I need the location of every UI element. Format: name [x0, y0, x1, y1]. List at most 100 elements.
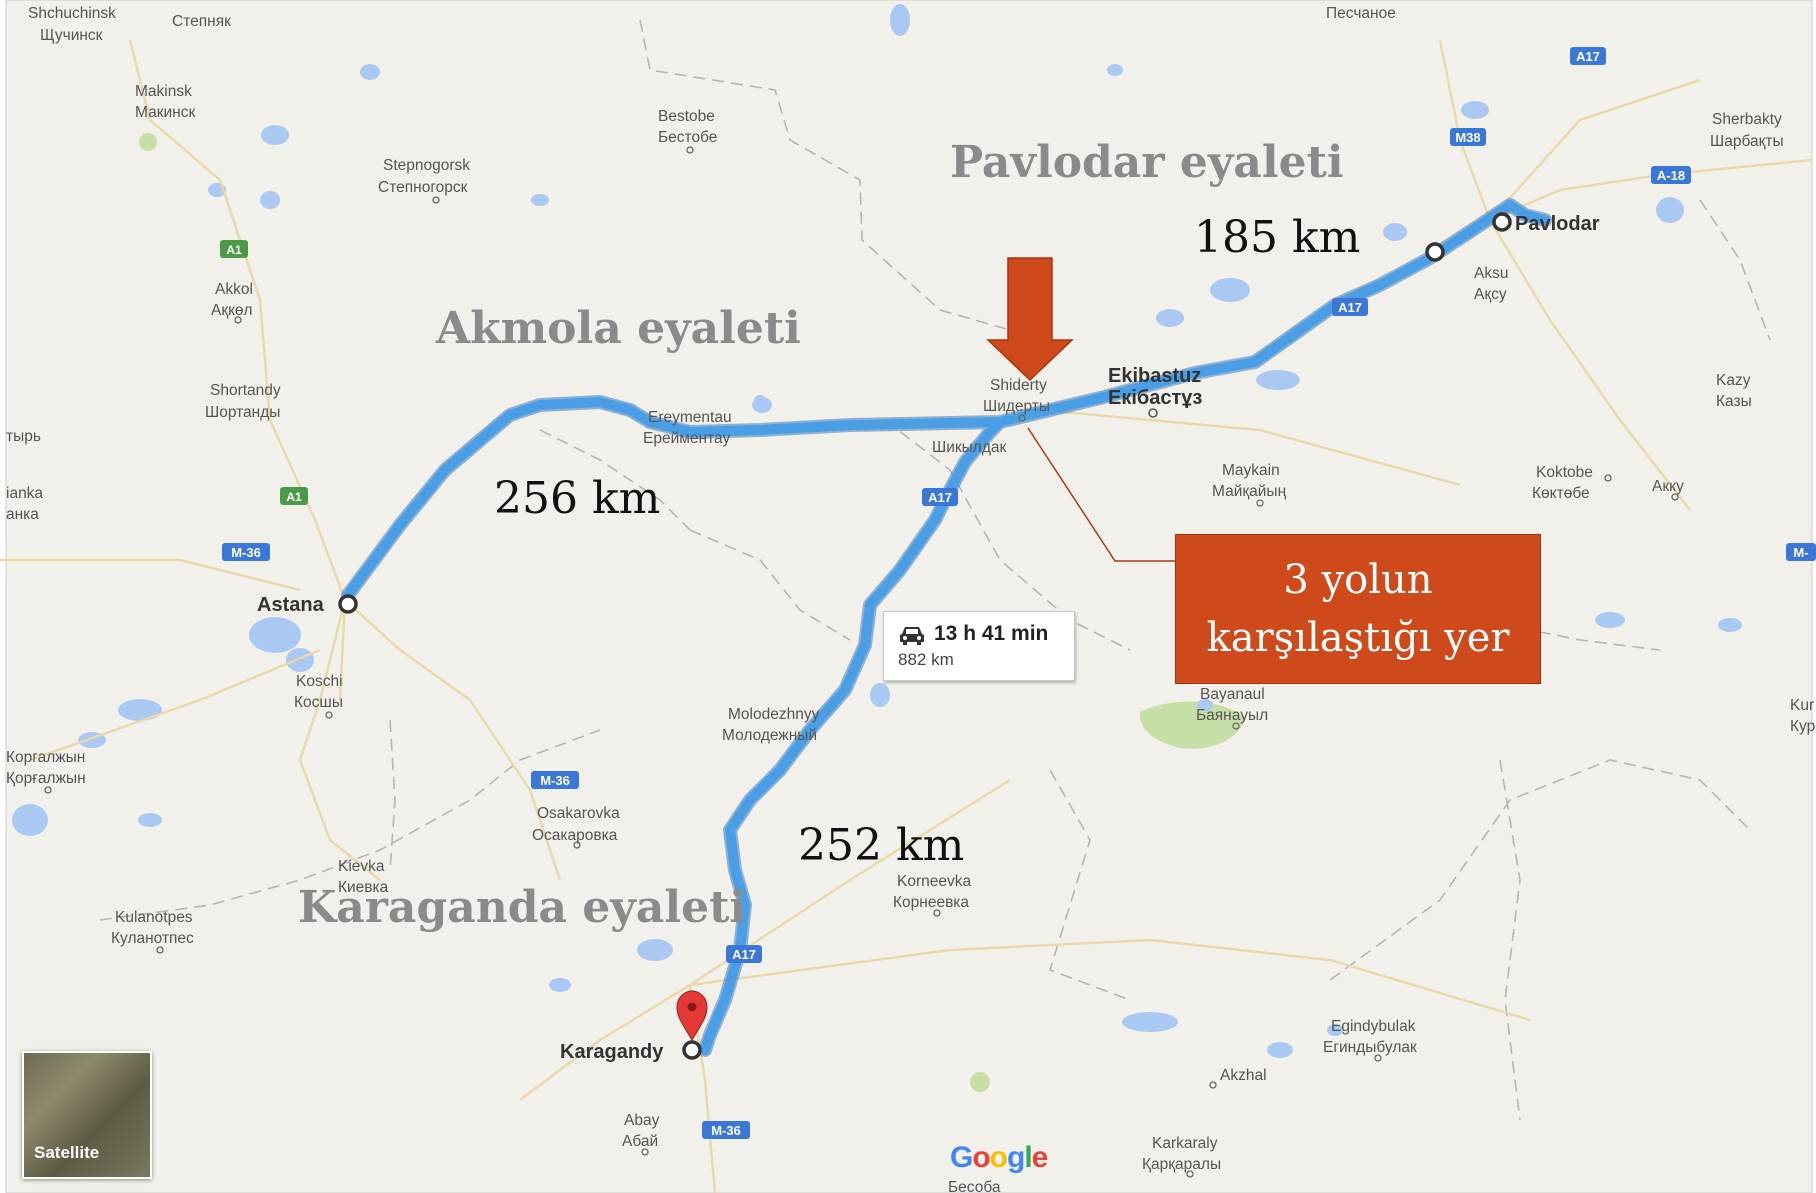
- svg-text:A17: A17: [1576, 49, 1600, 64]
- park-area: [970, 1072, 990, 1092]
- city-astana[interactable]: Astana: [257, 594, 358, 616]
- svg-text:A1: A1: [226, 243, 242, 257]
- car-icon: [900, 627, 924, 645]
- highway-shields: A17 M38 A-18 A17 A17 A17 A1 A1 M-36 M-36…: [220, 47, 1816, 1139]
- shield-a17: A17: [1332, 298, 1368, 316]
- shield-m-edge: M-: [1786, 543, 1816, 561]
- svg-text:Shortandy: Shortandy: [210, 382, 281, 399]
- svg-text:Makinsk: Makinsk: [135, 83, 192, 100]
- svg-text:Karkaraly: Karkaraly: [1152, 1135, 1218, 1152]
- svg-text:Көктөбе: Көктөбе: [1532, 485, 1590, 502]
- svg-text:Astana: Astana: [257, 594, 325, 616]
- svg-text:Shchuchinsk: Shchuchinsk: [28, 5, 116, 22]
- svg-text:A17: A17: [1338, 300, 1362, 315]
- svg-text:Koschi: Koschi: [296, 673, 343, 690]
- shield-m36: M-36: [222, 543, 270, 561]
- svg-text:Щучинск: Щучинск: [40, 27, 103, 44]
- shield-a17: A17: [1570, 47, 1606, 65]
- svg-text:Киевка: Киевка: [338, 879, 389, 896]
- svg-text:M-36: M-36: [231, 545, 261, 560]
- svg-text:Korneevka: Korneevka: [897, 873, 971, 890]
- svg-text:Майқайың: Майқайың: [1212, 483, 1287, 500]
- svg-text:Абай: Абай: [622, 1133, 658, 1150]
- logo-letter: G: [950, 1141, 973, 1174]
- svg-text:Kulanotpes: Kulanotpes: [115, 909, 193, 926]
- svg-text:Куланотпес: Куланотпес: [111, 930, 194, 947]
- svg-text:Pavlodar: Pavlodar: [1515, 213, 1600, 235]
- shield-a1: A1: [280, 487, 308, 505]
- svg-text:Osakarovka: Osakarovka: [537, 805, 620, 822]
- svg-text:Maykain: Maykain: [1222, 462, 1280, 479]
- svg-text:M-36: M-36: [711, 1123, 741, 1138]
- svg-text:Молодежный: Молодежный: [722, 727, 817, 744]
- town-dots: [44, 146, 1679, 1178]
- svg-text:Aksu: Aksu: [1474, 265, 1508, 282]
- svg-text:M38: M38: [1455, 130, 1480, 145]
- svg-text:анка: анка: [6, 506, 39, 523]
- place-labels: Shchuchinsk Щучинск Степняк Makinsk Маки…: [6, 5, 1815, 1193]
- distance-labels: 256 km 185 km 252 km: [494, 212, 1360, 871]
- callout-line-2: karşılaştığı yer: [1206, 615, 1510, 661]
- shield-a17: A17: [922, 488, 958, 506]
- svg-text:A17: A17: [928, 490, 952, 505]
- svg-text:Kur: Kur: [1790, 697, 1814, 714]
- junction-arrow-icon: [986, 257, 1074, 382]
- svg-text:Кур: Кур: [1790, 718, 1815, 735]
- shield-a17: A17: [726, 945, 762, 963]
- svg-text:Shiderty: Shiderty: [990, 377, 1047, 394]
- distance-label-252: 252 km: [798, 820, 964, 871]
- svg-text:Egindybulak: Egindybulak: [1331, 1018, 1416, 1035]
- shield-a1: A1: [220, 240, 248, 258]
- satellite-label: Satellite: [34, 1143, 100, 1162]
- svg-text:Егиндыбулак: Егиндыбулак: [1323, 1039, 1417, 1056]
- city-marker: [682, 1040, 702, 1060]
- svg-text:A1: A1: [286, 490, 302, 504]
- junction-callout: 3 yolun karşılaştığı yer: [1175, 534, 1541, 684]
- svg-text:Степняк: Степняк: [172, 13, 231, 30]
- destination-pin-icon[interactable]: [676, 990, 708, 1042]
- svg-text:Abay: Abay: [624, 1112, 660, 1129]
- logo-letter: e: [1031, 1141, 1049, 1174]
- svg-text:Bayanaul: Bayanaul: [1200, 686, 1265, 703]
- svg-text:Sherbakty: Sherbakty: [1712, 111, 1782, 128]
- svg-text:Макинск: Макинск: [135, 104, 195, 121]
- svg-text:Kievka: Kievka: [338, 858, 385, 875]
- svg-text:Косшы: Косшы: [294, 694, 343, 711]
- route-duration: 13 h 41 min: [934, 622, 1049, 645]
- region-label-akmola: Akmola eyaleti: [435, 303, 801, 354]
- region-label-karaganda: Karaganda eyaleti: [298, 882, 746, 933]
- svg-text:Molodezhnyy: Molodezhnyy: [728, 706, 820, 723]
- route-info-card[interactable]: 13 h 41 min 882 km: [883, 611, 1075, 681]
- logo-letter: l: [1024, 1141, 1032, 1174]
- svg-text:Akkol: Akkol: [215, 281, 253, 298]
- svg-text:Корнеевка: Корнеевка: [893, 894, 969, 911]
- distance-label-185: 185 km: [1194, 212, 1360, 263]
- svg-text:тырь: тырь: [6, 428, 41, 445]
- logo-letter: o: [972, 1141, 990, 1174]
- svg-text:Қорғалжын: Қорғалжын: [6, 770, 86, 787]
- water-bodies: [12, 4, 1742, 1058]
- svg-text:Шарбақты: Шарбақты: [1710, 133, 1784, 150]
- logo-letter: o: [989, 1141, 1008, 1174]
- city-pavlodar[interactable]: Pavlodar: [1492, 212, 1600, 235]
- waypoint-marker[interactable]: [1425, 242, 1445, 262]
- svg-text:ianka: ianka: [6, 485, 43, 502]
- park-area: [139, 133, 157, 151]
- svg-text:M-36: M-36: [540, 773, 570, 788]
- svg-text:Бесоба: Бесоба: [948, 1179, 1001, 1193]
- city-marker: [1492, 212, 1512, 232]
- svg-text:Акку: Акку: [1652, 478, 1684, 495]
- svg-text:Ақсу: Ақсу: [1474, 286, 1507, 303]
- svg-text:Бестобе: Бестобе: [658, 129, 717, 146]
- svg-text:Казы: Казы: [1716, 393, 1752, 410]
- svg-text:Шортанды: Шортанды: [205, 404, 280, 421]
- svg-text:Koktobe: Koktobe: [1536, 464, 1593, 481]
- svg-text:Ақкөл: Ақкөл: [211, 302, 253, 319]
- svg-text:A-18: A-18: [1657, 168, 1685, 183]
- satellite-toggle-button[interactable]: Satellite: [22, 1051, 152, 1179]
- svg-text:M-: M-: [1793, 545, 1808, 560]
- svg-text:Баянауыл: Баянауыл: [1196, 707, 1268, 724]
- svg-text:Коргалжын: Коргалжын: [6, 749, 85, 766]
- city-karagandy[interactable]: Karagandy: [560, 1040, 702, 1063]
